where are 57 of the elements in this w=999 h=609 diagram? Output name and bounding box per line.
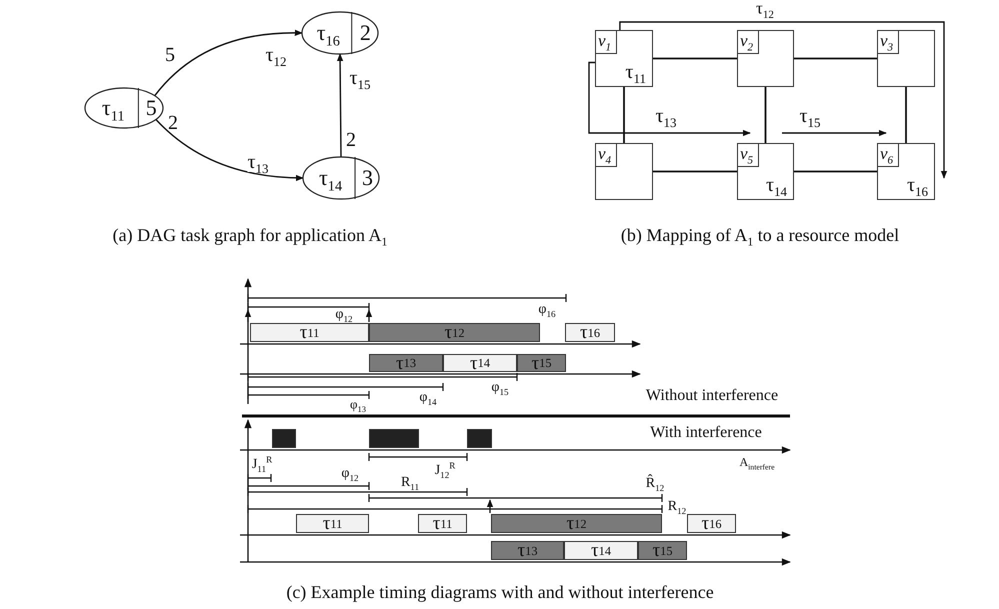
processor-label: v$_{6}$ xyxy=(878,144,900,167)
task-node xyxy=(302,156,380,200)
processor-box xyxy=(595,143,653,200)
section-label: With interference xyxy=(650,425,762,441)
processor-label: v$_{2}$ xyxy=(738,31,760,54)
subfigure-caption: (b) Mapping of A$_{1}$ to a resource model xyxy=(620,226,900,244)
processor-box xyxy=(737,143,794,200)
time-label: φ$_{14}$ xyxy=(419,391,437,405)
processor-label: v$_{4}$ xyxy=(596,144,618,167)
task-name: τ$_{14}$ xyxy=(318,167,342,189)
section-label: Without interference xyxy=(646,388,778,404)
arrow xyxy=(619,21,948,179)
processor-box xyxy=(595,30,653,87)
edge-weight: 5 xyxy=(165,45,175,65)
task-node xyxy=(301,11,379,55)
task-label: τ$_{11}$ xyxy=(625,62,646,82)
time-label: φ$_{13}$ xyxy=(350,398,366,410)
axis-label: A$_{interfere}$ xyxy=(739,456,775,468)
processor-label: v$_{1}$ xyxy=(596,31,618,54)
edge-weight: 2 xyxy=(168,113,178,133)
time-label: R$_{11}$ xyxy=(400,476,420,490)
time-label: φ$_{12}$ xyxy=(335,308,353,322)
arrow xyxy=(588,62,751,136)
connection-line xyxy=(905,87,907,143)
execution-time: 5 xyxy=(146,97,157,119)
connection-line xyxy=(794,170,877,172)
execution-time: 2 xyxy=(360,22,371,44)
connection-line xyxy=(653,58,737,60)
connection-line xyxy=(794,58,877,60)
processor-box xyxy=(877,30,935,87)
execution-time: 3 xyxy=(362,167,374,189)
interference-block xyxy=(369,429,419,448)
arrow xyxy=(154,30,303,96)
time-label: R$_{12}$ xyxy=(668,500,686,514)
connection-line xyxy=(764,87,766,143)
time-label: φ$_{16}$ xyxy=(538,303,556,317)
task-label: τ$_{16}$ xyxy=(906,175,928,195)
connection-line xyxy=(623,87,625,143)
interference-block xyxy=(272,429,296,448)
task-name: τ$_{16}$ xyxy=(316,22,340,44)
subfigure-caption: (a) DAG task graph for application A$_{1}$ xyxy=(112,226,388,244)
arrow xyxy=(336,53,344,157)
task-label: τ$_{14}$ xyxy=(766,175,787,195)
caption: (c) Example timing diagrams with and without interference xyxy=(286,583,714,601)
processor-box xyxy=(737,30,794,87)
task-node xyxy=(84,87,164,129)
arrow xyxy=(782,130,887,136)
task-name: τ$_{11}$ xyxy=(102,97,124,119)
connection-line xyxy=(653,170,737,172)
time-label: φ$_{15}$ xyxy=(491,381,509,395)
arrow xyxy=(155,118,304,181)
edge-weight: 2 xyxy=(346,130,356,150)
processor-box xyxy=(877,143,935,200)
processor-label: v$_{5}$ xyxy=(738,144,760,167)
processor-label: v$_{3}$ xyxy=(878,31,900,54)
time-label: φ$_{12}$ xyxy=(341,467,359,481)
interference-block xyxy=(467,429,492,448)
